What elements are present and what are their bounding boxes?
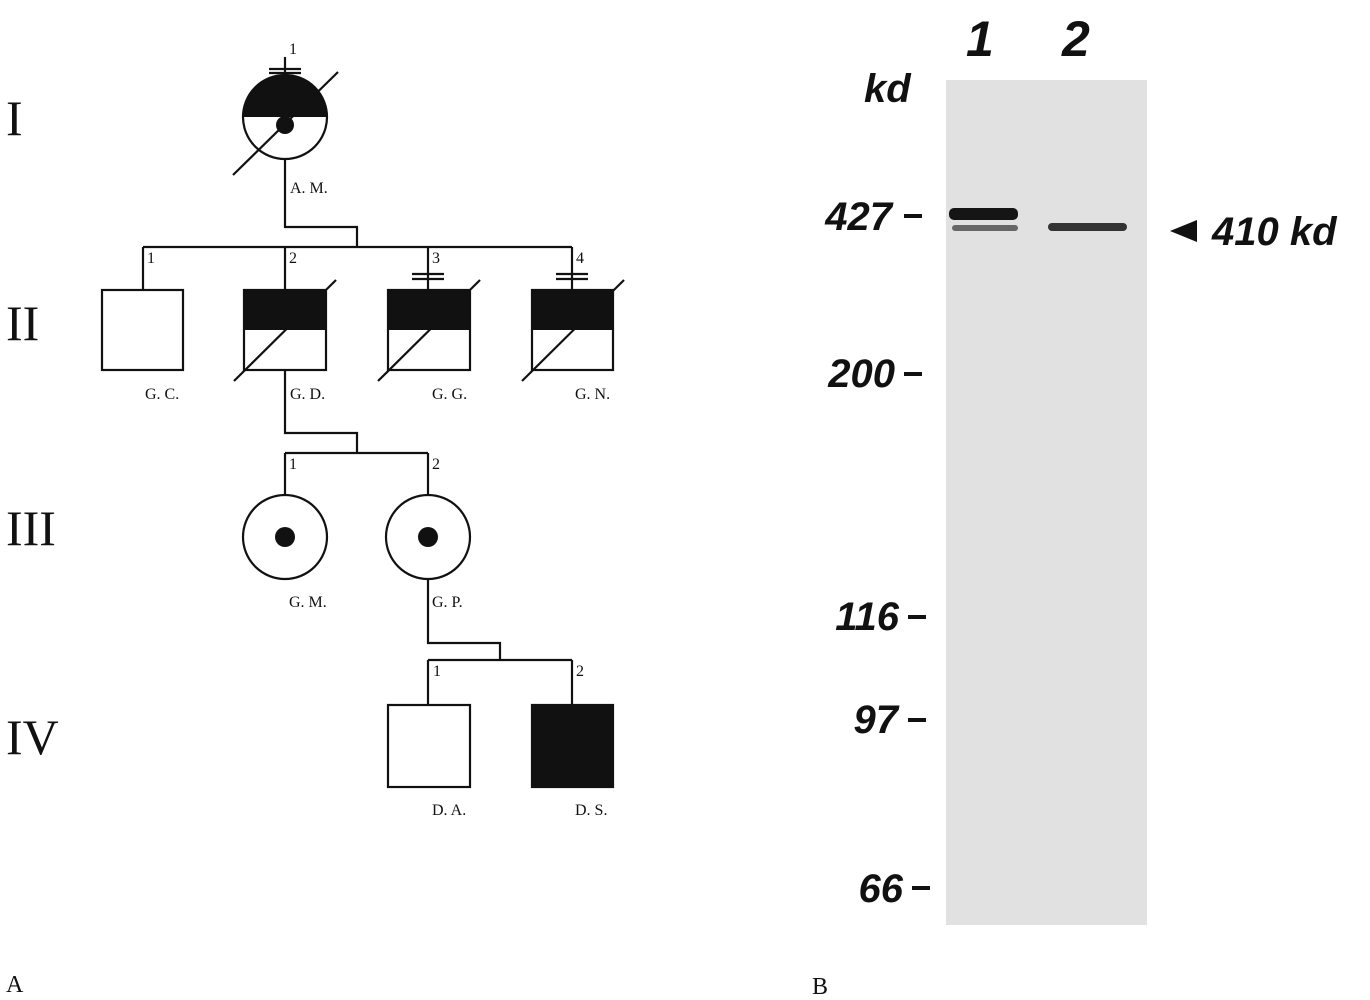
band-lane1-lower	[952, 225, 1018, 231]
individual-initials: G. M.	[289, 594, 327, 611]
unit-label: kd	[864, 67, 912, 111]
individual-number: 3	[432, 250, 440, 267]
individual-initials: G. G.	[432, 386, 467, 403]
descent-line	[283, 370, 359, 453]
individual-initials: A. M.	[290, 180, 328, 197]
descent-line	[426, 579, 502, 660]
band-lane2	[1048, 223, 1127, 231]
individual-initials: G. P.	[432, 594, 463, 611]
individual-initials: G. N.	[575, 386, 610, 403]
marker-427: 427	[824, 195, 922, 239]
marker-label: 116	[835, 595, 900, 639]
band-size-label: 410 kd	[1211, 210, 1338, 254]
individual-number: 2	[432, 456, 440, 473]
individual-number: 4	[576, 250, 584, 267]
individual-initials: D. S.	[575, 802, 607, 819]
individual-II1: 1 G. C.	[100, 247, 185, 403]
generation-label-II: II	[6, 295, 39, 351]
marker-97: 97	[854, 698, 926, 742]
marker-200: 200	[827, 352, 922, 396]
individual-initials: D. A.	[432, 802, 466, 819]
individual-number: 1	[289, 456, 297, 473]
individual-number: 1	[433, 663, 441, 680]
individual-number: 2	[289, 250, 297, 267]
gel-membrane	[946, 80, 1147, 925]
marker-66: 66	[859, 867, 930, 911]
descent-line	[283, 159, 359, 247]
lane-label-1: 1	[966, 11, 994, 67]
individual-number: 1	[289, 41, 297, 58]
marker-label: 97	[854, 698, 900, 742]
individual-initials: G. C.	[145, 386, 179, 403]
marker-label: 66	[859, 867, 904, 911]
individual-number: 1	[147, 250, 155, 267]
individual-II3: 3 G. G.	[377, 247, 481, 403]
panel-label-b: B	[812, 974, 828, 1000]
generation-label-III: III	[6, 500, 56, 556]
lane-label-2: 2	[1061, 11, 1090, 67]
individual-I1: 1 A. M.	[232, 41, 339, 197]
band-lane1-upper	[949, 208, 1018, 220]
individual-II4: 4 G. N.	[521, 247, 625, 403]
generation-label-I: I	[6, 90, 23, 146]
individual-number: 2	[576, 663, 584, 680]
western-blot: 1 2 kd 427 200 116 97 66 410 kd	[824, 11, 1338, 925]
arrowhead-icon	[1170, 220, 1197, 242]
individual-initials: G. D.	[290, 386, 325, 403]
marker-label: 200	[827, 352, 895, 396]
generation-label-IV: IV	[6, 709, 59, 765]
individual-IV1: 1 D. A.	[386, 660, 472, 819]
marker-label: 427	[824, 195, 893, 239]
deceased-slash	[232, 71, 339, 176]
individual-II2: 2 G. D.	[233, 247, 337, 403]
marker-116: 116	[835, 595, 926, 639]
individual-IV2: 2 D. S.	[530, 660, 615, 819]
panel-label-a: A	[6, 972, 24, 998]
individual-III1: 1 G. M.	[241, 453, 329, 611]
